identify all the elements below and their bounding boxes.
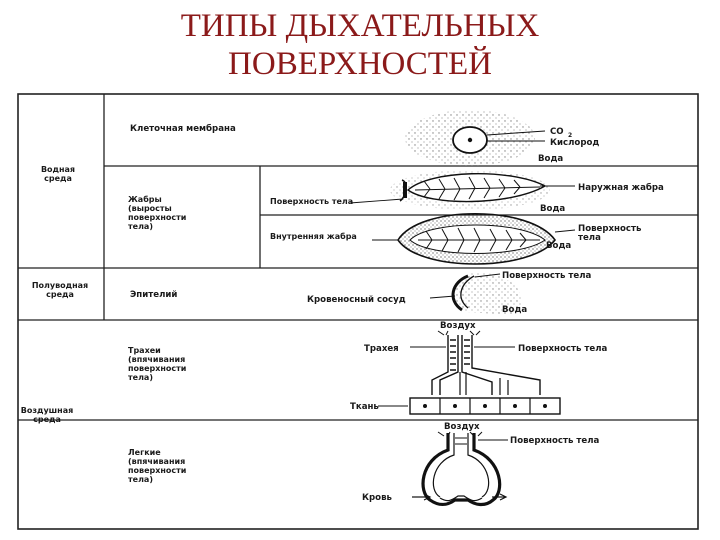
svg-text:Легкие: Легкие bbox=[128, 448, 161, 457]
external-gill-label: Наружная жабра bbox=[578, 182, 664, 193]
lungs-body-surface-label: Поверхность тела bbox=[510, 436, 600, 446]
svg-text:тела: тела bbox=[578, 233, 601, 243]
air-label-lungs: Воздух bbox=[444, 422, 480, 432]
svg-text:(выросты: (выросты bbox=[128, 204, 172, 213]
svg-text:Водная: Водная bbox=[41, 165, 75, 174]
svg-text:CO: CO bbox=[550, 127, 564, 137]
svg-text:Жабры: Жабры bbox=[128, 194, 162, 204]
svg-text:Полуводная: Полуводная bbox=[32, 281, 88, 290]
svg-text:тела): тела) bbox=[128, 475, 153, 484]
svg-text:поверхности: поверхности bbox=[128, 466, 186, 475]
environment-water-label: Водная среда bbox=[41, 165, 75, 183]
row-tracheae-label: Трахеи (впячивания поверхности тела) bbox=[128, 346, 186, 382]
tracheae-body-surface-label: Поверхность тела bbox=[518, 344, 608, 354]
svg-text:(впячивания: (впячивания bbox=[128, 355, 185, 364]
water-label-cell: Вода bbox=[538, 154, 563, 164]
blood-vessel-label: Кровеносный сосуд bbox=[307, 295, 406, 305]
air-label-tracheae: Воздух bbox=[440, 321, 476, 331]
epithelium-body-surface-label: Поверхность тела bbox=[502, 271, 592, 281]
internal-gill-illustration bbox=[372, 214, 575, 264]
subrow-internal-gill-label: Внутренняя жабра bbox=[270, 231, 357, 241]
row-lungs-label: Легкие (впячивания поверхности тела) bbox=[128, 448, 186, 484]
environment-air-label: Воздушная среда bbox=[21, 406, 73, 424]
water-label-epithelium: Вода bbox=[502, 305, 527, 315]
svg-text:Воздушная: Воздушная bbox=[21, 406, 73, 415]
svg-text:поверхности: поверхности bbox=[128, 364, 186, 373]
cell-illustration bbox=[405, 110, 545, 166]
trachea-label: Трахея bbox=[364, 344, 399, 354]
subrow-body-surface-label: Поверхность тела bbox=[270, 197, 353, 206]
svg-text:среда: среда bbox=[44, 174, 72, 183]
row-epithelium-label: Эпителий bbox=[130, 290, 177, 300]
water-label-internal-gill: Вода bbox=[546, 241, 571, 251]
svg-text:Трахеи: Трахеи bbox=[128, 346, 161, 355]
row-cell-membrane-label: Клеточная мембрана bbox=[130, 123, 236, 134]
svg-text:(впячивания: (впячивания bbox=[128, 457, 185, 466]
water-label-gill: Вода bbox=[540, 204, 565, 214]
svg-text:среда: среда bbox=[46, 290, 74, 299]
internal-body-surface-label: Поверхность тела bbox=[578, 224, 642, 243]
svg-text:тела): тела) bbox=[128, 373, 153, 382]
blood-label: Кровь bbox=[362, 493, 393, 503]
svg-text:тела): тела) bbox=[128, 222, 153, 231]
svg-text:среда: среда bbox=[33, 415, 61, 424]
row-gills-label: Жабры (выросты поверхности тела) bbox=[128, 194, 186, 231]
table-grid bbox=[18, 94, 698, 529]
oxygen-label: Кислород bbox=[550, 138, 599, 148]
svg-text:поверхности: поверхности bbox=[128, 213, 186, 222]
environment-semiaquatic-label: Полуводная среда bbox=[32, 281, 88, 299]
lung-illustration bbox=[412, 432, 508, 505]
tissue-label: Ткань bbox=[350, 402, 379, 412]
